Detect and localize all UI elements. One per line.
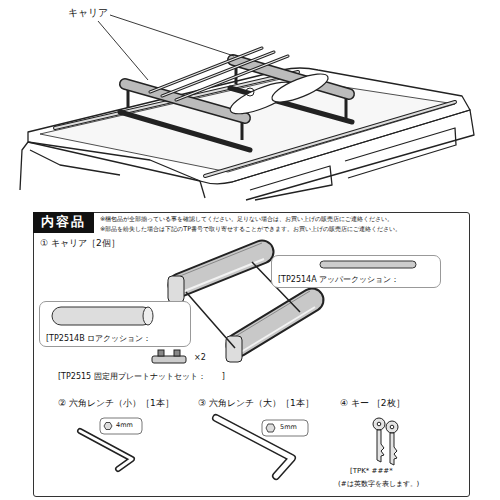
lower-cushion-end: [143, 307, 153, 325]
cushion-box: [TP2514B ロアクッション：: [39, 301, 191, 347]
roof-rails: [55, 72, 455, 176]
part-number-text: [TPK* ###*: [350, 467, 393, 475]
note-text: (#は英数字を表します。): [338, 480, 419, 488]
cushion-box: [TP2514A アッパークッション：: [271, 255, 441, 288]
note-text: ※部品を紛失した場合は下記のTP番号で取り寄せすることができます。お買い上げの販…: [100, 226, 401, 233]
hex-wrench-large: [216, 418, 308, 476]
lower-cushion-shape: [52, 307, 152, 325]
dimension: 4mm: [116, 422, 133, 429]
keys: [373, 418, 398, 465]
plate-nut: [152, 350, 186, 363]
part-number-text: [TP2515 固定用プレートナットセット： ]: [58, 372, 225, 381]
hex-wrench-small: [80, 418, 142, 469]
item-heading: ① キャリア［2個］: [40, 238, 120, 248]
part-number-text: [TP2514A アッパークッション：: [278, 275, 399, 284]
item-heading: ② 六角レンチ（小）［1本］: [58, 398, 174, 408]
upper-cushion-shape: [320, 261, 416, 268]
item-heading: ④ キー ［2枚］: [340, 398, 405, 408]
item-heading: ③ 六角レンチ（大）［1本］: [198, 398, 314, 408]
part-name: キャリア: [68, 7, 108, 19]
note-text: ※梱包品が全部揃っている事を確認してください。足りない場合は、お買い上げの販売店…: [100, 216, 393, 223]
dimension: 5mm: [280, 424, 297, 431]
roof-carriers: [125, 48, 349, 140]
contents-panel: 内容品 ※梱包品が全部揃っている事を確認してください。足りない場合は、お買い上げの…: [33, 212, 470, 497]
section-heading: 内容品: [33, 212, 94, 233]
quantity: ×2: [194, 353, 206, 362]
car-roof: [20, 68, 474, 200]
part-number-text: [TP2514B ロアクッション：: [46, 334, 151, 343]
leader-line: [98, 15, 234, 80]
